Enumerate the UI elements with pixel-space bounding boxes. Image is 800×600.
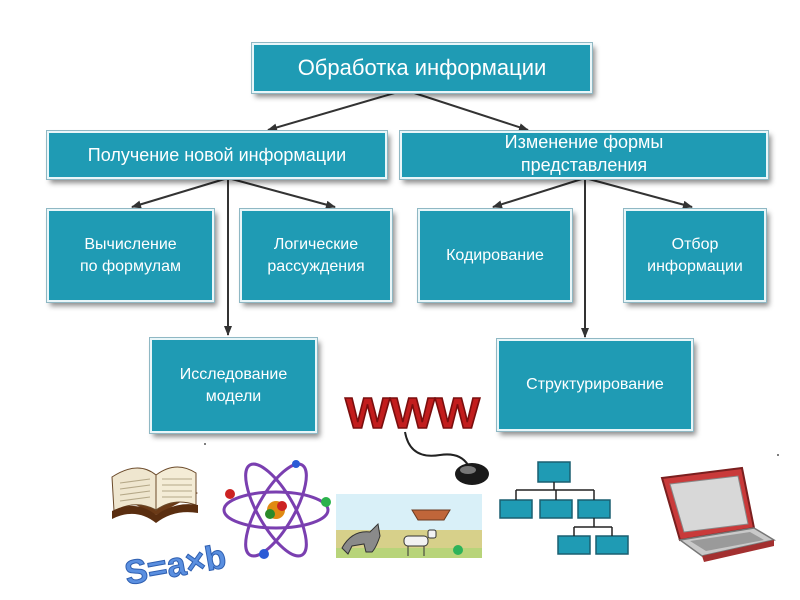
node-structuring-label: Структурирование — [526, 376, 664, 394]
arrow-changing-to-selection — [584, 177, 693, 209]
node-coding-label: Кодирование — [446, 246, 544, 264]
book-icon — [111, 466, 198, 523]
node-selection: Отбор информации — [623, 208, 767, 303]
node-coding: Кодирование — [417, 208, 573, 303]
landscape-icon — [336, 494, 482, 558]
www-mouse-icon: WWW — [344, 388, 489, 485]
node-research-label: Исследование модели — [179, 365, 288, 405]
node-receiving-new-info-label: Получение новой информации — [87, 144, 347, 165]
node-logic: Логические рассуждения — [239, 208, 393, 303]
node-calculation-label: Вычисление по формулам — [79, 235, 182, 275]
node-changing-form-label: Изменение формы представления — [504, 132, 664, 176]
arrow-root-to-receiving — [267, 89, 406, 132]
laptop-icon — [660, 466, 776, 562]
node-selection-label: Отбор информации — [647, 235, 743, 275]
node-structuring: Структурирование — [496, 338, 694, 432]
root-label: Обработка информации — [297, 55, 547, 81]
root-node: Обработка информации — [251, 42, 593, 94]
org-chart-icon — [499, 461, 629, 555]
arrow-root-to-changing — [404, 89, 529, 132]
decor-dot — [777, 454, 779, 456]
arrow-receiving-to-logic — [227, 177, 336, 209]
atom-icon — [222, 460, 331, 559]
www-text: WWW — [345, 389, 481, 438]
arrow-changing-to-coding — [492, 177, 586, 209]
node-receiving-new-info: Получение новой информации — [46, 130, 388, 180]
arrow-receiving-to-calc — [131, 177, 229, 209]
formula-text: S=a×b — [122, 538, 229, 593]
node-changing-form: Изменение формы представления — [399, 130, 769, 180]
node-calculation: Вычисление по формулам — [46, 208, 215, 303]
node-logic-label: Логические рассуждения — [267, 235, 365, 275]
node-research: Исследование модели — [149, 337, 318, 434]
decor-dot — [204, 443, 206, 445]
